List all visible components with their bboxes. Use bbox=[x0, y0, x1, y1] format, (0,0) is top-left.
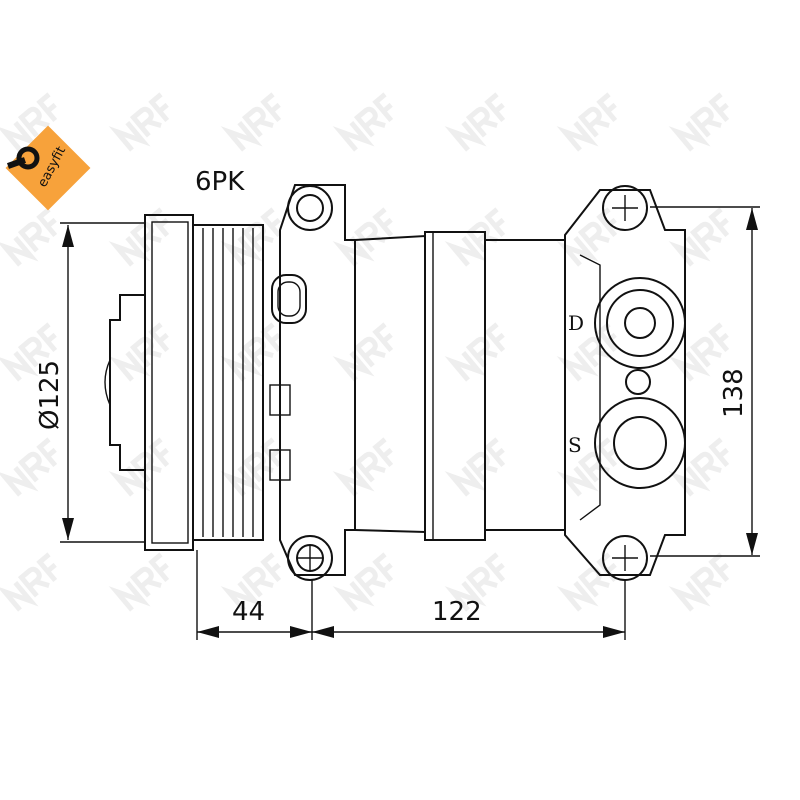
watermark-mark bbox=[668, 322, 730, 382]
watermark-mark bbox=[668, 207, 730, 267]
watermark-mark bbox=[444, 437, 506, 497]
watermark-mark bbox=[220, 92, 282, 152]
watermark-mark bbox=[220, 207, 282, 267]
pulley bbox=[104, 214, 264, 551]
watermark-mark bbox=[220, 552, 282, 612]
discharge-port-label: D bbox=[568, 311, 584, 335]
watermark-mark bbox=[556, 552, 618, 612]
watermark-mark bbox=[220, 322, 282, 382]
watermark-mark bbox=[668, 552, 730, 612]
front-housing bbox=[269, 184, 356, 581]
suction-port-label: S bbox=[568, 433, 582, 457]
diameter-dimension: Ø125 bbox=[35, 360, 65, 430]
compressor-body bbox=[354, 231, 566, 541]
watermark-mark bbox=[556, 207, 618, 267]
length-dimension: 122 bbox=[432, 597, 482, 627]
watermark-mark bbox=[220, 437, 282, 497]
belt-label: 6PK bbox=[195, 167, 245, 197]
watermark-mark bbox=[444, 552, 506, 612]
watermark-mark bbox=[332, 552, 394, 612]
watermark-mark bbox=[668, 92, 730, 152]
watermark-mark bbox=[444, 92, 506, 152]
watermark-mark bbox=[0, 92, 58, 152]
watermark-mark bbox=[0, 552, 58, 612]
pulley-offset-dimension: 44 bbox=[232, 597, 265, 627]
watermark-mark bbox=[444, 207, 506, 267]
watermark-mark bbox=[668, 437, 730, 497]
watermark-mark bbox=[108, 92, 170, 152]
watermark-mark bbox=[556, 92, 618, 152]
watermark-mark bbox=[332, 322, 394, 382]
watermark-mark bbox=[332, 92, 394, 152]
watermark-mark bbox=[0, 437, 58, 497]
watermark-mark bbox=[0, 207, 58, 267]
watermark-mark bbox=[108, 437, 170, 497]
watermark-mark bbox=[108, 207, 170, 267]
height-dimension: 138 bbox=[719, 368, 749, 418]
watermark-mark bbox=[0, 322, 58, 382]
watermark-mark bbox=[108, 552, 170, 612]
watermark-mark bbox=[332, 437, 394, 497]
watermark-mark bbox=[108, 322, 170, 382]
rear-head bbox=[564, 185, 686, 581]
nrf-watermark-pattern bbox=[0, 92, 730, 612]
dimension-lines bbox=[60, 206, 760, 640]
watermark-mark bbox=[444, 322, 506, 382]
watermark-mark bbox=[556, 322, 618, 382]
